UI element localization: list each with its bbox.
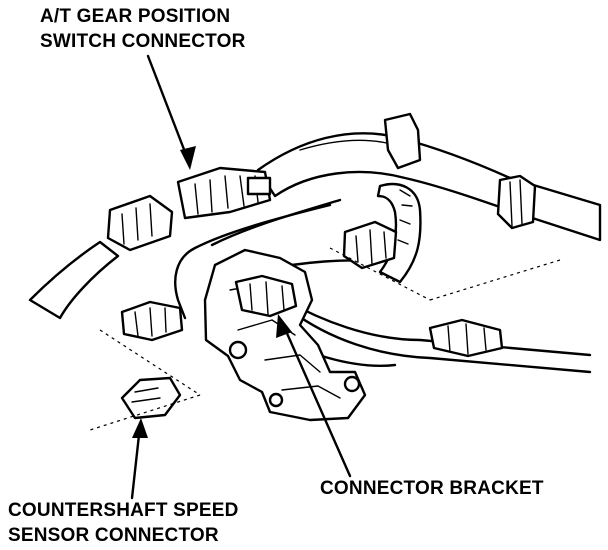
at-label-line-1: A/T GEAR POSITION <box>40 6 231 27</box>
bracket-label-line-1: CONNECTOR BRACKET <box>320 478 544 499</box>
arrow-at-switch-line <box>146 54 192 167</box>
at-label-line-2: SWITCH CONNECTOR <box>40 31 246 52</box>
connector-bracket <box>234 274 298 318</box>
right-connector <box>428 318 504 358</box>
mid-left-connector <box>120 300 184 342</box>
left-harness-hose <box>28 240 120 320</box>
connector-bracket-label: CONNECTOR BRACKET <box>320 476 544 501</box>
countershaft-speed-sensor-connector <box>120 376 182 420</box>
at-gear-position-switch-connector-label: A/T GEAR POSITION SWITCH CONNECTOR <box>40 4 246 54</box>
arrow-at-switch-head <box>180 146 196 170</box>
arrow-bracket-head <box>276 314 292 338</box>
at-gear-position-switch-connector <box>176 166 272 220</box>
arrow-css-head <box>132 418 148 438</box>
countershaft-speed-sensor-connector-label: COUNTERSHAFT SPEED SENSOR CONNECTOR <box>8 498 239 548</box>
transmission-housing <box>203 248 367 422</box>
middle-harness-hose <box>376 182 422 284</box>
css-label-line-1: COUNTERSHAFT SPEED <box>8 500 239 521</box>
leader-arrows <box>130 54 352 500</box>
left-upper-connector <box>106 194 174 252</box>
css-label-line-2: SENSOR CONNECTOR <box>8 525 219 546</box>
upper-middle-connector <box>342 220 398 270</box>
arrow-bracket-line <box>280 320 352 478</box>
upper-harness-hose <box>256 112 602 242</box>
dashed-reference-lines <box>89 247 561 431</box>
